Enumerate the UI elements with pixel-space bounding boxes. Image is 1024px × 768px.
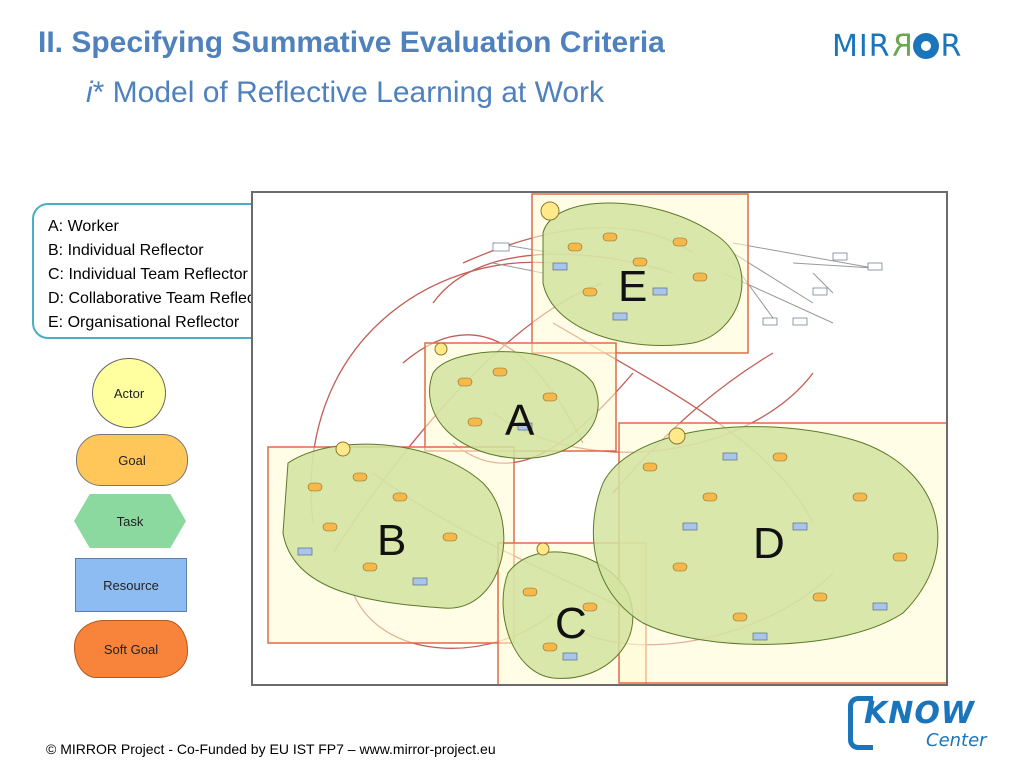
mirror-eye-icon <box>913 33 940 59</box>
region-label-b: B <box>377 516 406 565</box>
legend-item-b: B: Individual Reflector <box>48 242 204 259</box>
know-center-logo: KNOW Center <box>846 694 1002 756</box>
slide-title: II. Specifying Summative Evaluation Crit… <box>38 26 665 59</box>
region-label-c: C <box>555 599 587 648</box>
legend-item-a: A: Worker <box>48 218 119 235</box>
resource-shape-key: Resource <box>75 558 187 612</box>
mirror-logo-reversed-r: R <box>890 28 913 64</box>
legend-item-c: C: Individual Team Reflector <box>48 266 248 283</box>
istar-model-diagram: E A B D C <box>251 191 948 686</box>
diagram-canvas: E A B D C <box>267 193 946 684</box>
softgoal-shape-key: Soft Goal <box>74 620 188 678</box>
mirror-logo-left: MIR <box>832 28 891 64</box>
actor-shape-key: Actor <box>92 358 166 428</box>
association-links <box>492 242 874 324</box>
know-logo-sub: Center <box>926 730 987 751</box>
goal-shape-key: Goal <box>76 434 188 486</box>
know-bracket-icon <box>848 696 873 750</box>
subtitle-rest: * Model of Reflective Learning at Work <box>92 76 605 109</box>
actor-circles <box>335 201 686 556</box>
goal-nodes <box>307 232 908 652</box>
mirror-logo-right: R <box>940 28 963 64</box>
subtitle-italic-i: i <box>86 76 93 109</box>
legend-item-d: D: Collaborative Team Reflector <box>48 290 274 307</box>
task-shape-key: Task <box>74 494 186 548</box>
region-label-e: E <box>618 262 647 311</box>
region-label-a: A <box>505 396 535 445</box>
slide-subtitle: i* Model of Reflective Learning at Work <box>86 76 604 110</box>
footer-copyright: © MIRROR Project - Co-Funded by EU IST F… <box>46 741 496 757</box>
resource-nodes <box>297 242 888 661</box>
know-logo-word: KNOW <box>864 696 975 731</box>
region-letters: E A B D C <box>377 262 785 648</box>
region-label-d: D <box>753 519 785 568</box>
legend-item-e: E: Organisational Reflector <box>48 314 240 331</box>
actor-boundaries <box>282 202 939 679</box>
